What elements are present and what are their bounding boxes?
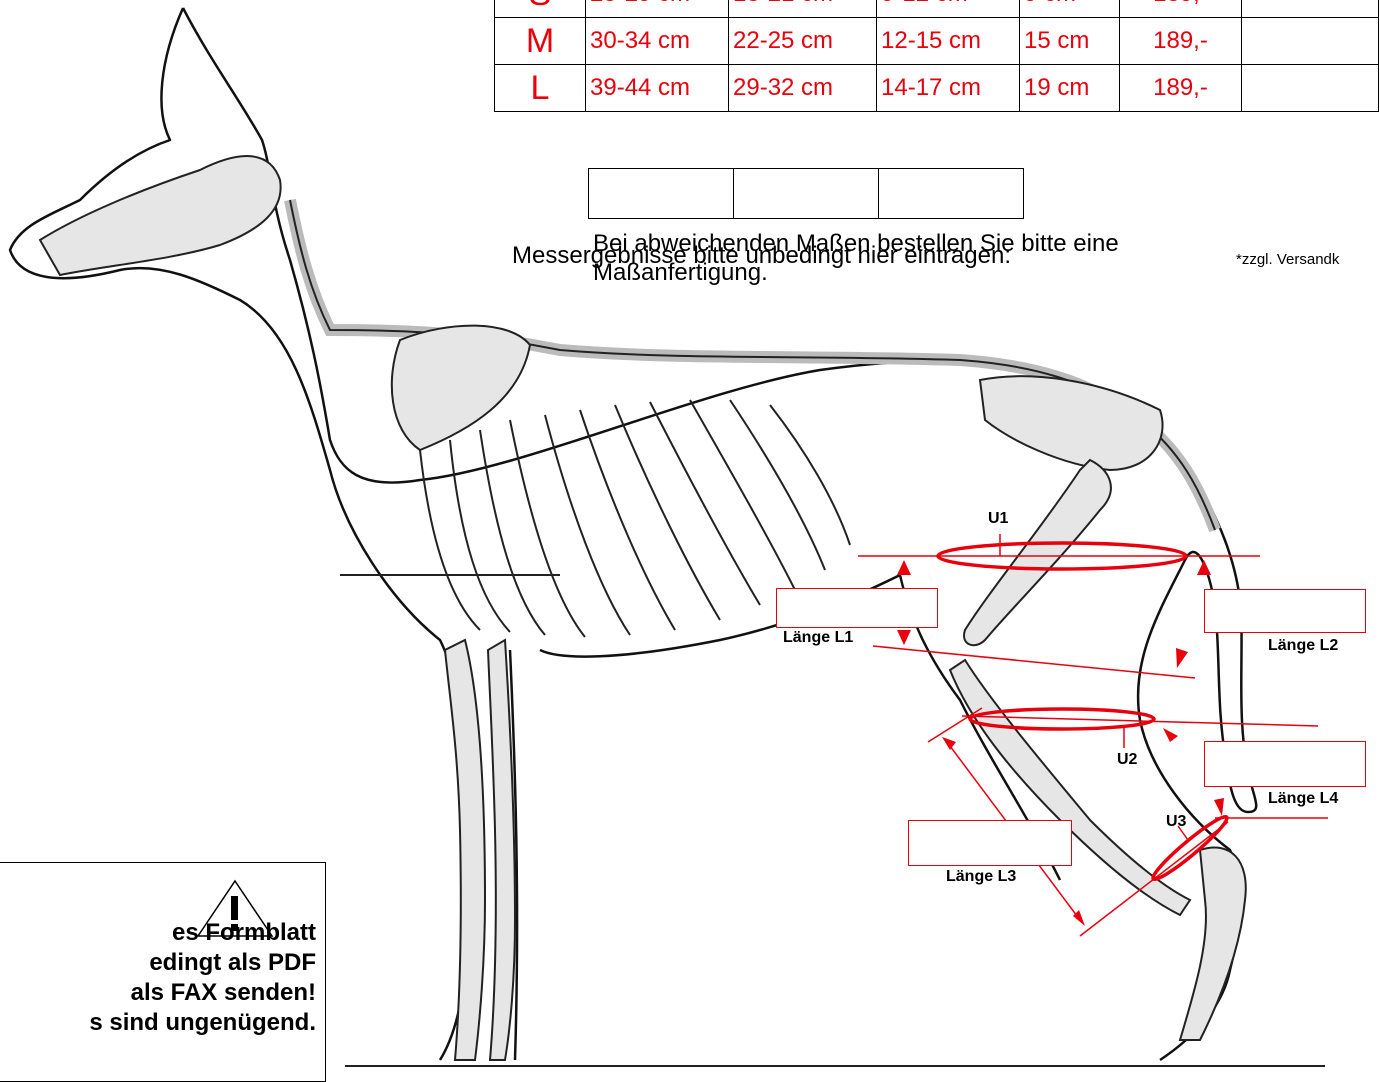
- measurement-entry-field[interactable]: [589, 169, 734, 219]
- size-cell: L: [495, 65, 586, 112]
- size-cell: M: [495, 18, 586, 65]
- u1-label: U1: [988, 510, 1008, 528]
- table-row: M 30-34 cm 22-25 cm 12-15 cm 15 cm 189,-: [495, 18, 1379, 65]
- price-cell: 189,-: [1120, 18, 1242, 65]
- size-table: S 25-29 cm 18-21 cm 9-12 cm 9 cm 189,- M…: [494, 0, 1379, 112]
- length-l2-label: Länge L2: [1268, 637, 1338, 655]
- measure-cell: 9 cm: [1020, 0, 1120, 18]
- measure-cell: 19 cm: [1020, 65, 1120, 112]
- measure-cell: 14-17 cm: [877, 65, 1020, 112]
- length-l1-label: Länge L1: [783, 629, 853, 647]
- warning-box: es Formblatt edingt als PDF als FAX send…: [0, 862, 326, 1082]
- length-l4-label: Länge L4: [1268, 790, 1338, 808]
- measure-cell: 39-44 cm: [586, 65, 729, 112]
- measure-cell: 30-34 cm: [586, 18, 729, 65]
- empty-cell: [1242, 18, 1379, 65]
- measurement-entry-table: [588, 168, 1024, 219]
- measurement-entry-field[interactable]: [734, 169, 879, 219]
- price-cell: 189,-: [1120, 65, 1242, 112]
- length-l2-field[interactable]: [1204, 589, 1366, 633]
- empty-cell: [1242, 0, 1379, 18]
- u3-label: U3: [1166, 813, 1186, 831]
- length-l4-field[interactable]: [1204, 741, 1366, 787]
- measure-cell: 15 cm: [1020, 18, 1120, 65]
- custom-order-note: Bei abweichenden Maßen bestellen Sie bit…: [593, 229, 1133, 287]
- u2-label: U2: [1117, 751, 1137, 769]
- length-l3-field[interactable]: [908, 820, 1072, 866]
- warning-text: es Formblatt edingt als PDF als FAX send…: [0, 918, 316, 1038]
- measure-cell: 25-29 cm: [586, 0, 729, 18]
- measure-cell: 9-12 cm: [877, 0, 1020, 18]
- length-l1-field[interactable]: [776, 588, 938, 628]
- size-cell: S: [495, 0, 586, 18]
- table-row: S 25-29 cm 18-21 cm 9-12 cm 9 cm 189,-: [495, 0, 1379, 18]
- shipping-note: *zzgl. Versandk: [1236, 251, 1339, 268]
- measure-cell: 18-21 cm: [729, 0, 877, 18]
- price-cell: 189,-: [1120, 0, 1242, 18]
- length-l3-label: Länge L3: [946, 868, 1016, 886]
- measurement-entry-field[interactable]: [879, 169, 1024, 219]
- empty-cell: [1242, 65, 1379, 112]
- measure-cell: 12-15 cm: [877, 18, 1020, 65]
- table-row: L 39-44 cm 29-32 cm 14-17 cm 19 cm 189,-: [495, 65, 1379, 112]
- measure-cell: 22-25 cm: [729, 18, 877, 65]
- measure-cell: 29-32 cm: [729, 65, 877, 112]
